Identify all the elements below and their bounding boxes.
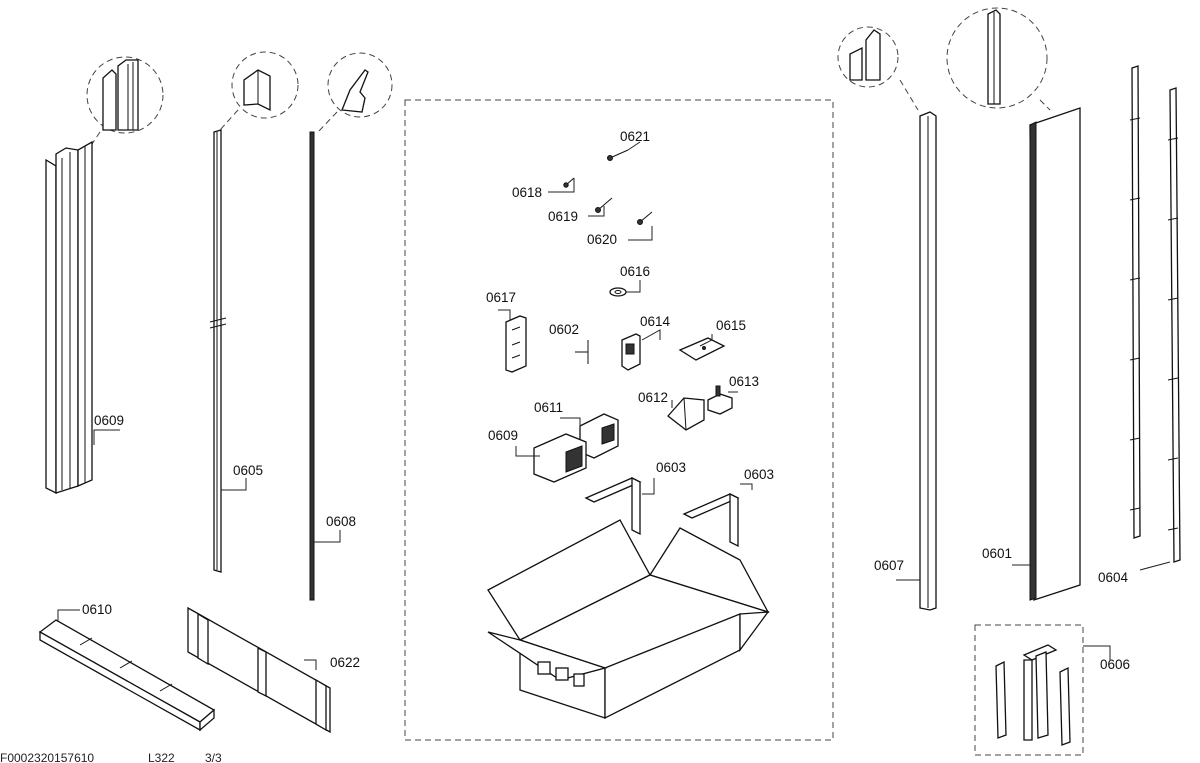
label-0619: 0619 xyxy=(548,209,578,224)
label-0612: 0612 xyxy=(638,390,668,405)
detail-circle-0608 xyxy=(327,52,393,118)
label-0602: 0602 xyxy=(549,322,579,337)
plate-0615 xyxy=(678,337,726,361)
footer-code: L322 xyxy=(148,751,175,763)
part-0607-rail xyxy=(837,26,937,611)
label-0622: 0622 xyxy=(330,655,360,670)
angle-bracket-0603-b xyxy=(682,492,740,548)
washer-0616 xyxy=(609,287,627,297)
part-0608-rail xyxy=(309,52,393,601)
hinge-0614 xyxy=(621,333,641,371)
label-0609-center: 0609 xyxy=(488,428,518,443)
footer-reference: F0002320157610 L322 3/3 xyxy=(0,751,222,763)
label-0620: 0620 xyxy=(587,232,617,247)
label-0608: 0608 xyxy=(326,514,356,529)
part-0606-set xyxy=(995,644,1071,746)
label-0605: 0605 xyxy=(233,463,263,478)
label-0621: 0621 xyxy=(620,129,650,144)
label-0609-left: 0609 xyxy=(94,413,124,428)
leader-lines xyxy=(57,141,1171,670)
label-0610: 0610 xyxy=(82,602,112,617)
label-0617: 0617 xyxy=(486,290,516,305)
label-0614: 0614 xyxy=(640,314,671,329)
footer-doc-id: F0002320157610 xyxy=(0,751,94,763)
clip-0613 xyxy=(707,385,733,415)
part-0610-channel xyxy=(38,619,216,732)
part-labels: 0609 0605 0608 0610 0622 0621 0618 0619 … xyxy=(82,129,1130,672)
label-0616: 0616 xyxy=(620,264,650,279)
angle-bracket-0603-a xyxy=(584,476,642,536)
bracket-0609 xyxy=(533,433,587,483)
label-0603-a: 0603 xyxy=(656,460,686,475)
footer-page: 3/3 xyxy=(205,751,222,763)
label-0601: 0601 xyxy=(982,546,1012,561)
part-0622-panel xyxy=(187,606,331,734)
bracket-0617 xyxy=(505,315,527,373)
block-0612 xyxy=(667,397,705,431)
label-0606: 0606 xyxy=(1100,657,1130,672)
detail-circle-0601 xyxy=(946,7,1048,109)
set-0606-frame xyxy=(974,624,1084,756)
detail-circle-0607 xyxy=(837,26,899,88)
screw-parts xyxy=(563,149,653,225)
label-0607: 0607 xyxy=(874,558,904,573)
detail-circle-0605 xyxy=(231,51,299,119)
label-0613: 0613 xyxy=(729,374,759,389)
packaging-box xyxy=(487,519,770,720)
part-0604-rails xyxy=(1129,65,1181,563)
bracket-0611 xyxy=(579,413,619,459)
label-0604: 0604 xyxy=(1098,570,1129,585)
label-0603-b: 0603 xyxy=(744,467,774,482)
pin-0602 xyxy=(575,340,589,364)
label-0615: 0615 xyxy=(716,318,746,333)
part-0609-profile xyxy=(45,56,164,495)
part-0601-panel xyxy=(946,7,1081,601)
label-0611: 0611 xyxy=(534,400,563,415)
accessory-kit-frame xyxy=(404,99,834,741)
label-0618: 0618 xyxy=(512,185,542,200)
part-0605-rail xyxy=(209,51,299,573)
detail-circle-0609 xyxy=(86,56,164,134)
